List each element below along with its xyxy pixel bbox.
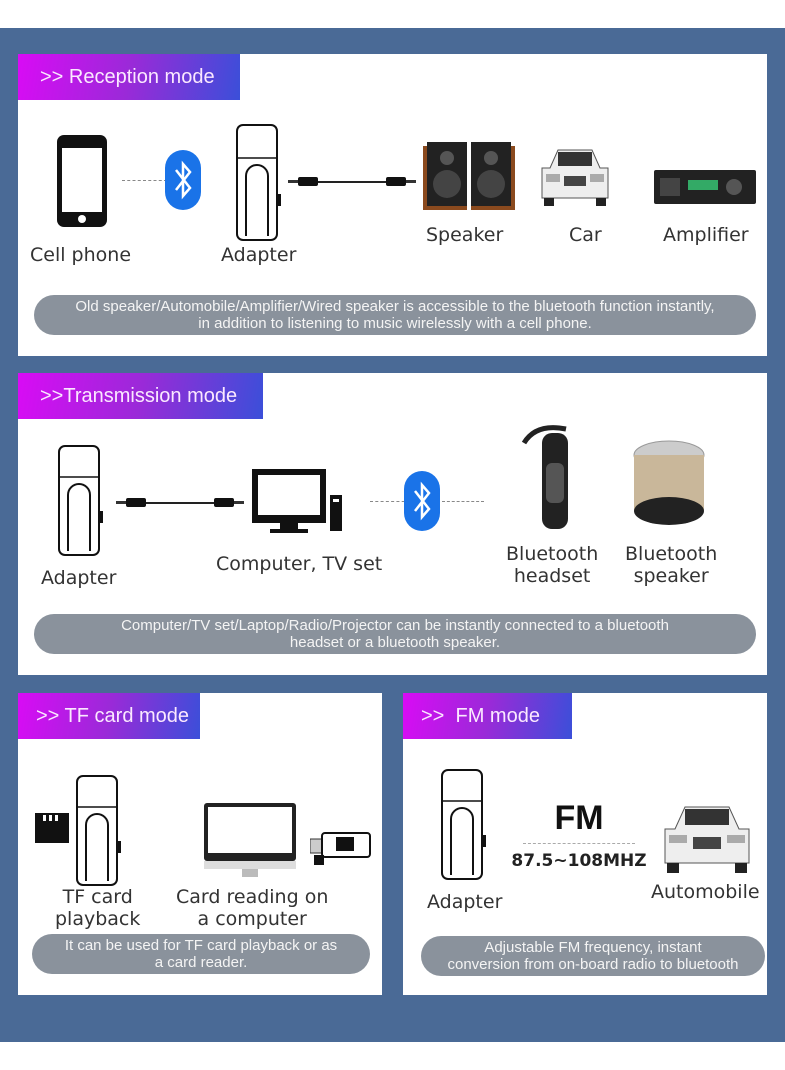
adapter-icon (58, 445, 103, 556)
transmission-description: Computer/TV set/Laptop/Radio/Projector c… (34, 614, 756, 654)
bluetooth-icon (165, 150, 201, 210)
tf-description: It can be used for TF card playback or a… (32, 934, 370, 974)
amplifier-label: Amplifier (663, 224, 749, 246)
fm-panel: >> FM mode FM 87.5~108MHZ Adapter Automo… (403, 693, 767, 995)
reception-title: >> Reception mode (18, 54, 240, 100)
automobile-label: Automobile (651, 881, 760, 903)
tf-card-title: >> TF card mode (18, 693, 200, 739)
bluetooth-icon (404, 471, 440, 531)
card-reader-icon (310, 832, 371, 865)
transmission-panel: >>Transmission mode Adapter Computer, TV… (18, 373, 767, 675)
adapter-icon (76, 775, 121, 886)
bluetooth-speaker-icon (633, 440, 705, 525)
aux-cable-icon (116, 498, 244, 507)
computer-monitor-icon (204, 803, 296, 877)
adapter-label: Adapter (41, 567, 117, 589)
car-label: Car (569, 224, 602, 246)
speaker-icon (423, 142, 515, 210)
fm-label: FM (554, 799, 604, 837)
adapter-label: Adapter (221, 244, 297, 266)
speaker-label: Speaker (426, 224, 504, 246)
transmission-title: >>Transmission mode (18, 373, 263, 419)
reception-panel: >> Reception mode Cell phone Adapter Spe… (18, 54, 767, 356)
cell-phone-icon (57, 135, 107, 227)
automobile-icon (664, 806, 750, 873)
amplifier-icon (654, 170, 756, 204)
adapter-label: Adapter (427, 891, 503, 913)
car-icon (541, 149, 609, 206)
adapter-icon (236, 124, 281, 241)
reception-description: Old speaker/Automobile/Amplifier/Wired s… (34, 295, 756, 335)
cell-phone-label: Cell phone (30, 244, 132, 266)
frequency-label: 87.5~108MHZ (511, 851, 647, 871)
bluetooth-headset-icon (521, 425, 568, 529)
tf-card-icon (35, 813, 69, 843)
adapter-icon (441, 769, 486, 880)
fm-title: >> FM mode (403, 693, 572, 739)
computer-icon (252, 469, 342, 533)
aux-cable-icon (288, 177, 416, 186)
computer-tv-label: Computer, TV set (216, 553, 383, 575)
